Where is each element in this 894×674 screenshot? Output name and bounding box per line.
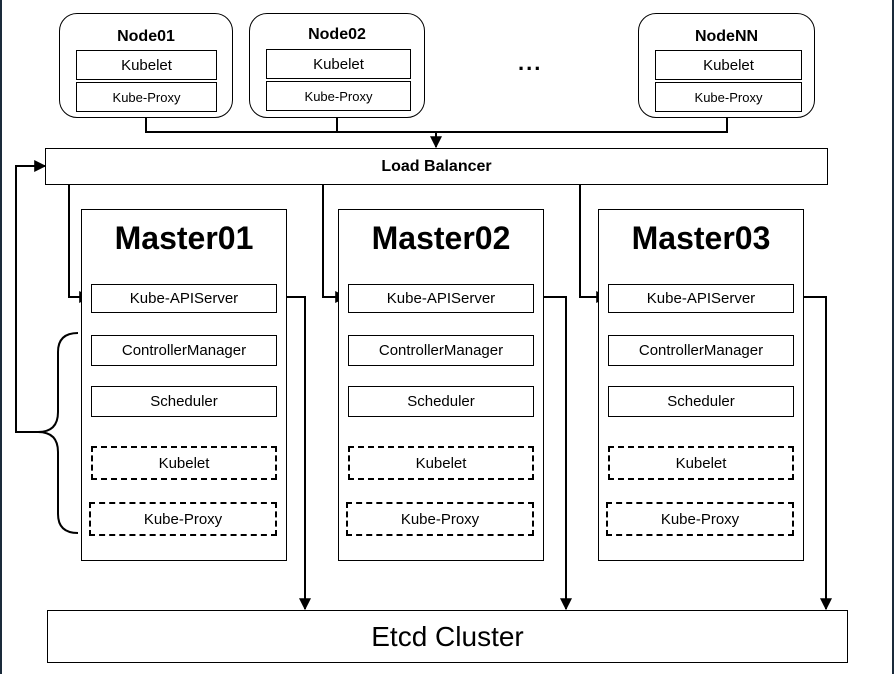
nodenn-box: NodeNN Kubelet Kube-Proxy bbox=[638, 13, 815, 118]
master01-box: Master01 Kube-APIServer ControllerManage… bbox=[81, 209, 287, 561]
master03-scheduler: Scheduler bbox=[608, 386, 794, 417]
master03-controller-manager: ControllerManager bbox=[608, 335, 794, 366]
nodenn-kube-proxy: Kube-Proxy bbox=[655, 82, 802, 112]
node02-kubelet: Kubelet bbox=[266, 49, 411, 79]
master02-title: Master02 bbox=[371, 220, 511, 256]
nodenn-title: NodeNN bbox=[694, 28, 759, 45]
node01-kubelet: Kubelet bbox=[76, 50, 217, 80]
master02-api-to-etcd-arrow bbox=[533, 296, 572, 611]
master01-controller-manager: ControllerManager bbox=[91, 335, 277, 366]
master03-title: Master03 bbox=[631, 220, 771, 256]
node02-title: Node02 bbox=[308, 26, 366, 43]
etcd-cluster: Etcd Cluster bbox=[47, 610, 848, 663]
master03-kubelet: Kubelet bbox=[608, 446, 794, 480]
master02-kube-proxy: Kube-Proxy bbox=[346, 502, 534, 536]
node-bus-line bbox=[145, 113, 728, 133]
master01-kube-proxy: Kube-Proxy bbox=[89, 502, 277, 536]
master02-box: Master02 Kube-APIServer ControllerManage… bbox=[338, 209, 544, 561]
master01-kube-apiserver: Kube-APIServer bbox=[91, 284, 277, 313]
load-balancer: Load Balancer bbox=[45, 148, 828, 185]
master02-kubelet: Kubelet bbox=[348, 446, 534, 480]
node02-box: Node02 Kubelet Kube-Proxy bbox=[249, 13, 425, 118]
master03-kube-proxy: Kube-Proxy bbox=[606, 502, 794, 536]
master02-scheduler: Scheduler bbox=[348, 386, 534, 417]
master01-scheduler: Scheduler bbox=[91, 386, 277, 417]
master02-kube-apiserver: Kube-APIServer bbox=[348, 284, 534, 313]
master01-kubelet: Kubelet bbox=[91, 446, 277, 480]
more-nodes-ellipsis: ... bbox=[518, 50, 543, 75]
right-edge-bar bbox=[892, 0, 894, 674]
master03-box: Master03 Kube-APIServer ControllerManage… bbox=[598, 209, 804, 561]
node01-box: Node01 Kubelet Kube-Proxy bbox=[59, 13, 233, 118]
master01-title: Master01 bbox=[114, 220, 254, 256]
master03-kube-apiserver: Kube-APIServer bbox=[608, 284, 794, 313]
master01-components-brace bbox=[37, 332, 79, 534]
master03-api-to-etcd-arrow bbox=[793, 296, 832, 611]
node01-kube-proxy: Kube-Proxy bbox=[76, 82, 217, 112]
node01-title: Node01 bbox=[117, 28, 175, 45]
brace-to-lb-feedback-arrow bbox=[15, 160, 47, 433]
master02-controller-manager: ControllerManager bbox=[348, 335, 534, 366]
left-edge-bar bbox=[0, 0, 2, 674]
node02-kube-proxy: Kube-Proxy bbox=[266, 81, 411, 111]
nodenn-kubelet: Kubelet bbox=[655, 50, 802, 80]
